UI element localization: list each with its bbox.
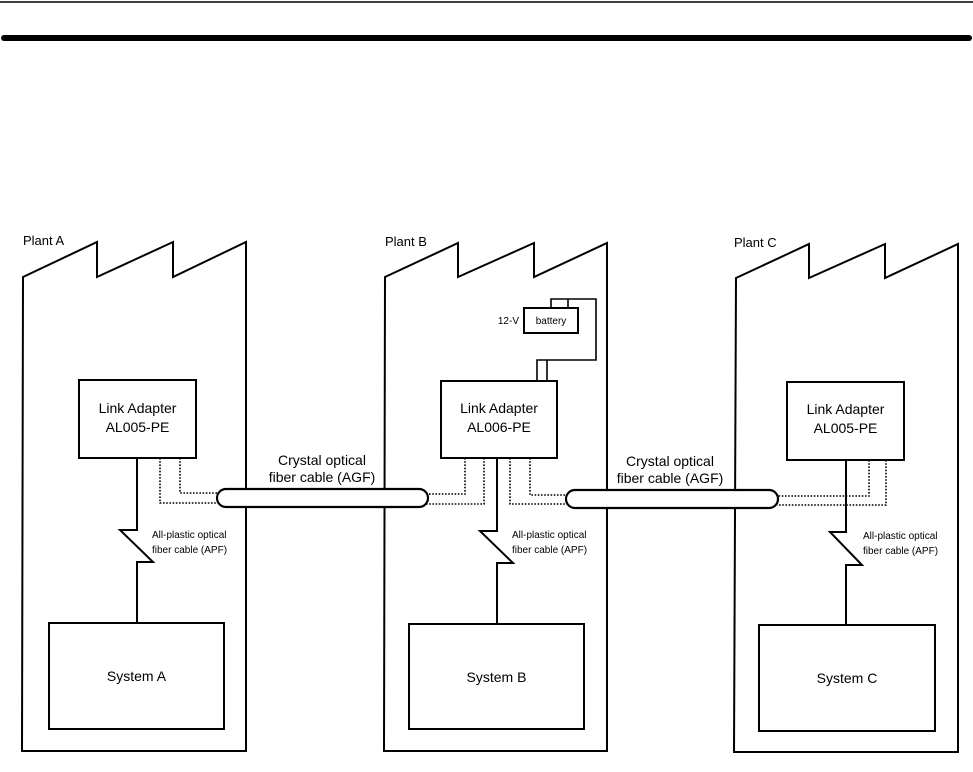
plant-b-label: Plant B — [385, 234, 427, 249]
plant-c: Plant C Link Adapter AL005-PE All-plasti… — [732, 235, 959, 753]
system-a[interactable] — [48, 622, 225, 730]
plant-b-apf-cable — [477, 458, 516, 624]
plant-b-link-adapter[interactable] — [440, 380, 558, 459]
agf-cable-bc: Crystal optical fiber cable (AGF) — [564, 453, 780, 510]
plant-b-adapter-name: Link Adapter — [460, 400, 538, 416]
agf-cable-ab-label-line1: Crystal optical — [278, 452, 366, 468]
agf-cable-ab: Crystal optical fiber cable (AGF) — [215, 452, 430, 509]
plant-a-apf-label-line2: fiber cable (APF) — [152, 545, 227, 556]
agf-cable-ab-label-line2: fiber cable (AGF) — [269, 469, 376, 485]
battery-label: battery — [536, 316, 567, 327]
system-c[interactable] — [758, 624, 936, 732]
plant-c-agf-fiber-1 — [777, 460, 870, 497]
plant-a-adapter-name: Link Adapter — [99, 400, 177, 416]
system-b[interactable] — [408, 623, 585, 730]
plant-a: Plant A Link Adapter AL005-PE All-plasti… — [20, 233, 247, 752]
agf-cable-ab-body[interactable] — [215, 487, 430, 509]
plant-b-agf-fiber-right-2 — [529, 458, 568, 496]
plant-c-apf-label-line1: All-plastic optical — [863, 531, 937, 542]
plant-b-apf-label-line2: fiber cable (APF) — [512, 545, 587, 556]
plant-a-apf-cable — [117, 458, 156, 623]
plant-a-agf-fiber-2 — [159, 458, 218, 504]
agf-cable-bc-label-line1: Crystal optical — [626, 453, 714, 469]
plant-a-label: Plant A — [23, 233, 65, 248]
agf-cable-bc-label-line2: fiber cable (AGF) — [617, 470, 724, 486]
plant-c-adapter-name: Link Adapter — [807, 401, 885, 417]
plant-a-apf-label-line1: All-plastic optical — [152, 530, 226, 541]
plant-b-agf-fiber-right-1 — [509, 458, 568, 505]
battery-voltage-label: 12-V — [498, 316, 519, 327]
plant-b: Plant B battery 12-V Link Adapter AL006-… — [382, 234, 608, 752]
plant-b-agf-fiber-left-2 — [426, 458, 485, 505]
plant-c-adapter-model: AL005-PE — [814, 420, 878, 436]
header-rule-thick — [1, 35, 972, 41]
plant-c-label: Plant C — [734, 235, 777, 250]
system-c-label: System C — [817, 670, 878, 686]
plant-c-agf-fiber-2 — [777, 460, 887, 506]
plant-a-building-outline — [20, 240, 247, 752]
battery-wire-outer — [536, 298, 597, 381]
system-b-label: System B — [467, 669, 527, 685]
plant-a-agf-fiber-1 — [179, 458, 218, 494]
plant-c-apf-label-line2: fiber cable (APF) — [863, 546, 938, 557]
plant-b-adapter-model: AL006-PE — [467, 419, 531, 435]
plant-b-agf-fiber-left-1 — [426, 458, 466, 495]
plant-a-link-adapter[interactable] — [78, 379, 197, 459]
plant-b-apf-label-line1: All-plastic optical — [512, 530, 586, 541]
plant-c-apf-cable — [827, 460, 865, 625]
battery-box — [523, 307, 579, 334]
system-a-label: System A — [107, 668, 167, 684]
plant-c-building-outline — [732, 242, 959, 753]
agf-cable-bc-body[interactable] — [564, 488, 780, 510]
plant-a-adapter-model: AL005-PE — [106, 419, 170, 435]
plant-b-building-outline — [382, 241, 608, 752]
